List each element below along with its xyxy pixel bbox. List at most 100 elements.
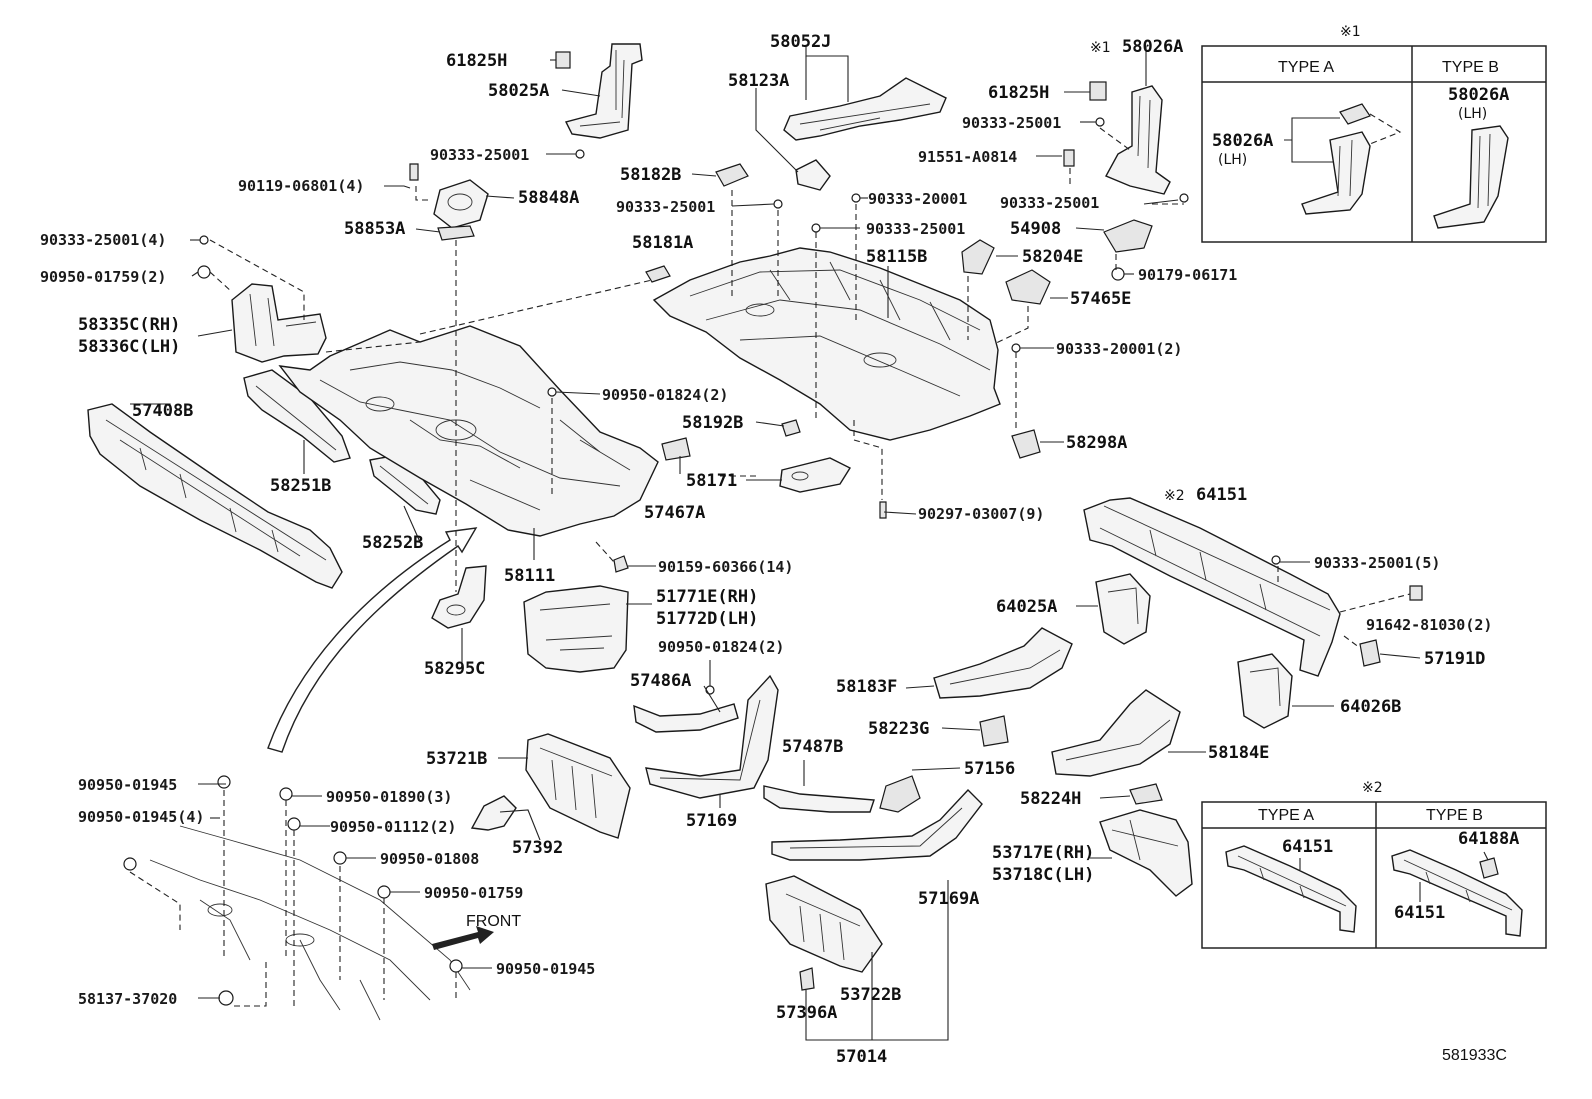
part-57396A bbox=[799, 967, 815, 991]
label-90333-20001-2: 90333-20001(2) bbox=[1056, 340, 1182, 358]
label-90950-01759: 90950-01759 bbox=[424, 884, 523, 902]
label-90119-06801: 90119-06801(4) bbox=[238, 177, 364, 195]
label-58052J: 58052J bbox=[770, 32, 831, 52]
label-64025A: 64025A bbox=[996, 597, 1057, 617]
label-90333-25001-c: 90333-25001 bbox=[866, 220, 965, 238]
label-54908: 54908 bbox=[1010, 219, 1061, 239]
front-arrow-curve bbox=[267, 527, 478, 753]
label-57169A: 57169A bbox=[918, 889, 979, 909]
part-64151 bbox=[1083, 497, 1341, 677]
inset-1-label-58026A-b: 58026A bbox=[1448, 85, 1509, 105]
label-90297-03007: 90297-03007(9) bbox=[918, 505, 1044, 523]
label-90333-25001-d: 90333-25001 bbox=[962, 114, 1061, 132]
front-label: FRONT bbox=[466, 913, 521, 930]
part-64026B bbox=[1237, 653, 1293, 729]
label-58115B: 58115B bbox=[866, 247, 927, 267]
label-58184E: 58184E bbox=[1208, 743, 1269, 763]
label-90950-01945-4: 90950-01945(4) bbox=[78, 808, 204, 826]
label-90179-06171: 90179-06171 bbox=[1138, 266, 1237, 284]
label-53717E: 53717E(RH) bbox=[992, 843, 1094, 863]
part-58223G bbox=[979, 715, 1009, 747]
label-90950-01945-a: 90950-01945 bbox=[78, 776, 177, 794]
label-58298A: 58298A bbox=[1066, 433, 1127, 453]
label-53721B: 53721B bbox=[426, 749, 487, 769]
inset-1-label-58026A-a: 58026A bbox=[1212, 131, 1273, 151]
label-57467A: 57467A bbox=[644, 503, 705, 523]
label-90333-20001: 90333-20001 bbox=[868, 190, 967, 208]
label-53722B: 53722B bbox=[840, 985, 901, 1005]
label-90950-01759-2: 90950-01759(2) bbox=[40, 268, 166, 286]
label-61825H-a: 61825H bbox=[446, 51, 507, 71]
figure-code: 581933C bbox=[1442, 1047, 1507, 1064]
part-64025A bbox=[1095, 573, 1151, 645]
inset-1-type-b: TYPE B bbox=[1442, 59, 1499, 76]
part-58026A-main bbox=[1105, 85, 1171, 195]
inset-2-label-64188A: 64188A bbox=[1458, 829, 1519, 849]
part-58251B bbox=[243, 369, 351, 463]
label-58192B: 58192B bbox=[682, 413, 743, 433]
label-58181A: 58181A bbox=[632, 233, 693, 253]
leader-lines bbox=[130, 46, 1421, 1041]
part-57156 bbox=[879, 775, 921, 813]
inset-1-type-a: TYPE A bbox=[1278, 59, 1334, 76]
part-58224H bbox=[1129, 783, 1163, 805]
inset-1-label-lh-a: (LH) bbox=[1218, 152, 1247, 168]
part-57408B bbox=[87, 403, 343, 589]
label-58223G: 58223G bbox=[868, 719, 929, 739]
part-labels: 61825H 58025A 90333-25001 90119-06801(4)… bbox=[40, 32, 1507, 1067]
label-58182B: 58182B bbox=[620, 165, 681, 185]
part-61825H-pad bbox=[555, 51, 571, 69]
label-57014: 57014 bbox=[836, 1047, 887, 1067]
part-58115B bbox=[652, 247, 1001, 441]
inset-2-type-a: TYPE A bbox=[1258, 807, 1314, 824]
part-53721B bbox=[525, 733, 631, 839]
part-57169A bbox=[771, 788, 983, 861]
part-58295C bbox=[431, 565, 487, 629]
label-90333-25001-5: 90333-25001(5) bbox=[1314, 554, 1440, 572]
part-53722B bbox=[765, 875, 883, 973]
part-58192B bbox=[781, 419, 801, 437]
label-90333-25001-a: 90333-25001 bbox=[430, 146, 529, 164]
label-90950-01945-b: 90950-01945 bbox=[496, 960, 595, 978]
part-58052J bbox=[783, 77, 947, 141]
part-57487B bbox=[763, 785, 875, 813]
part-57169 bbox=[645, 674, 779, 799]
label-58853A: 58853A bbox=[344, 219, 405, 239]
label-58111: 58111 bbox=[504, 566, 555, 586]
label-58251B: 58251B bbox=[270, 476, 331, 496]
note-1-marker: ※1 bbox=[1090, 40, 1111, 56]
part-58181A bbox=[645, 265, 671, 283]
label-91551-A0814: 91551-A0814 bbox=[918, 148, 1017, 166]
part-58204E bbox=[961, 239, 995, 275]
label-58183F: 58183F bbox=[836, 677, 897, 697]
inset-2-label-64151-b: 64151 bbox=[1394, 903, 1445, 923]
part-57392 bbox=[470, 795, 517, 831]
part-57465E bbox=[1005, 269, 1051, 305]
label-90159-60366: 90159-60366(14) bbox=[658, 558, 793, 576]
label-90950-01890-3: 90950-01890(3) bbox=[326, 788, 452, 806]
label-58204E: 58204E bbox=[1022, 247, 1083, 267]
part-58298A bbox=[1011, 429, 1041, 459]
part-58111 bbox=[278, 325, 659, 537]
label-57465E: 57465E bbox=[1070, 289, 1131, 309]
inset-2-type-b: TYPE B bbox=[1426, 807, 1483, 824]
part-58183F bbox=[933, 627, 1073, 699]
part-53717E bbox=[1099, 809, 1193, 897]
label-90950-01824-2a: 90950-01824(2) bbox=[602, 386, 728, 404]
label-57392: 57392 bbox=[512, 838, 563, 858]
label-57396A: 57396A bbox=[776, 1003, 837, 1023]
part-58184E bbox=[1051, 689, 1181, 777]
part-57191D bbox=[1359, 639, 1381, 667]
label-57191D: 57191D bbox=[1424, 649, 1485, 669]
label-58137-37020: 58137-37020 bbox=[78, 990, 177, 1008]
inset-1: ※1 TYPE A TYPE B 58026A (LH) 58026A (LH) bbox=[1201, 24, 1547, 243]
label-58171: 58171 bbox=[686, 471, 737, 491]
label-57487B: 57487B bbox=[782, 737, 843, 757]
note-2-marker: ※2 bbox=[1164, 488, 1185, 504]
front-arrow-icon bbox=[432, 926, 494, 950]
part-57467A bbox=[661, 437, 691, 461]
inset-1-note: ※1 bbox=[1340, 24, 1361, 40]
label-51772D: 51772D(LH) bbox=[656, 609, 758, 629]
label-91642-81030: 91642-81030(2) bbox=[1366, 616, 1492, 634]
